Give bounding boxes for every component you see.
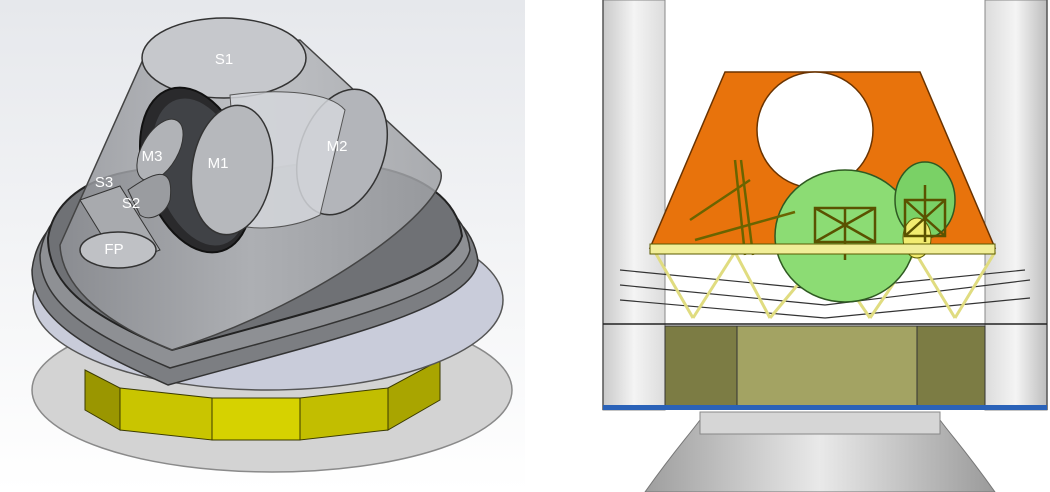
optical-bench	[649, 243, 996, 255]
blue-interface-ring	[603, 405, 1047, 410]
label-m2: M2	[327, 138, 348, 155]
label-m3: M3	[142, 148, 163, 165]
octagonal-bus	[84, 359, 441, 441]
telescope-cad-view: S1 M1 M2 M3 S3 S2 FP	[0, 0, 525, 492]
fairing-left-wall	[602, 0, 666, 411]
label-s3: S3	[95, 174, 113, 191]
adapter-collar	[699, 411, 941, 435]
s1-aperture	[141, 17, 307, 99]
mirror-truss	[813, 185, 947, 260]
label-s2: S2	[122, 195, 140, 212]
m3-mirror	[136, 118, 184, 182]
label-fp: FP	[104, 241, 123, 258]
fairing-right-wall	[984, 0, 1048, 411]
spacecraft-bus	[664, 325, 986, 409]
fp-plane	[79, 231, 157, 269]
fairing-integration-view	[525, 0, 1050, 492]
left-boom-structure	[689, 159, 796, 256]
m1-mirror	[190, 104, 274, 236]
label-m1: M1	[208, 155, 229, 172]
label-s1: S1	[215, 51, 233, 68]
s2-surface	[127, 173, 172, 219]
